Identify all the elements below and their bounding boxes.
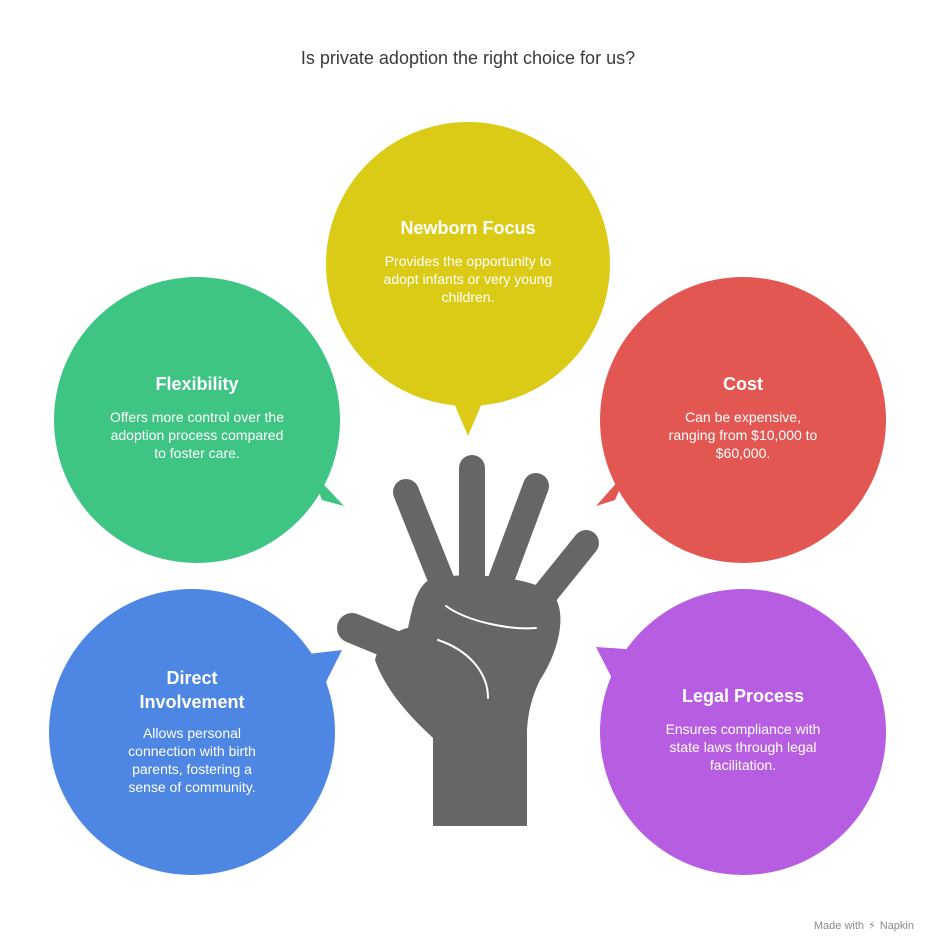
bubble-newborn-desc: Provides the opportunity to adopt infant… bbox=[383, 253, 553, 305]
bubble-newborn-shape bbox=[326, 122, 610, 406]
bubble-direct-tail bbox=[300, 650, 342, 690]
bubble-flexibility-shape bbox=[54, 277, 340, 563]
bubble-direct-text: Direct Involvement Allows personal conne… bbox=[112, 666, 272, 796]
footer-made-with: Made with bbox=[813, 919, 865, 932]
bubble-newborn-focus bbox=[326, 122, 610, 436]
bubble-legal-title: Legal Process bbox=[681, 686, 805, 706]
footer-attribution: Made with ⚡ Napkin bbox=[813, 919, 914, 933]
bubble-flexibility bbox=[54, 277, 344, 563]
bubble-newborn-title: Newborn Focus bbox=[400, 218, 536, 238]
napkin-logo-icon: ⚡ bbox=[868, 920, 876, 932]
bubble-legal-shape bbox=[600, 589, 886, 875]
bubble-legal-text: Legal Process Ensures compliance with st… bbox=[658, 684, 828, 774]
bubble-cost-title: Cost bbox=[723, 374, 763, 394]
bubble-legal-desc: Ensures compliance with state laws throu… bbox=[665, 721, 821, 773]
bubble-cost-desc: Can be expensive, ranging from $10,000 t… bbox=[668, 409, 818, 461]
bubble-flexibility-tail bbox=[310, 470, 344, 506]
bubble-legal-process bbox=[596, 589, 886, 875]
bubble-flexibility-title: Flexibility bbox=[155, 374, 239, 394]
palm-line-upper bbox=[445, 605, 537, 630]
bubble-cost-shape bbox=[600, 277, 886, 563]
bubble-cost-tail bbox=[596, 470, 628, 506]
bubble-newborn-tail bbox=[451, 396, 485, 436]
footer-brand: Napkin bbox=[879, 919, 914, 932]
bubble-flexibility-text: Flexibility Offers more control over the… bbox=[107, 372, 287, 462]
bubble-legal-tail bbox=[596, 647, 640, 690]
bubble-direct-shape bbox=[49, 589, 335, 875]
bubble-cost bbox=[596, 277, 886, 563]
raised-hand-icon bbox=[337, 455, 599, 826]
palm-line-lower bbox=[437, 639, 489, 699]
page-title: Is private adoption the right choice for… bbox=[300, 48, 636, 68]
bubble-direct-title: Direct Involvement bbox=[139, 668, 245, 712]
bubble-cost-text: Cost Can be expensive, ranging from $10,… bbox=[663, 372, 823, 462]
bubble-newborn-text: Newborn Focus Provides the opportunity t… bbox=[378, 216, 558, 306]
bubble-direct-involvement bbox=[49, 589, 342, 875]
bubble-direct-desc: Allows personal connection with birth pa… bbox=[128, 725, 256, 795]
bubble-flexibility-desc: Offers more control over the adoption pr… bbox=[109, 409, 285, 461]
